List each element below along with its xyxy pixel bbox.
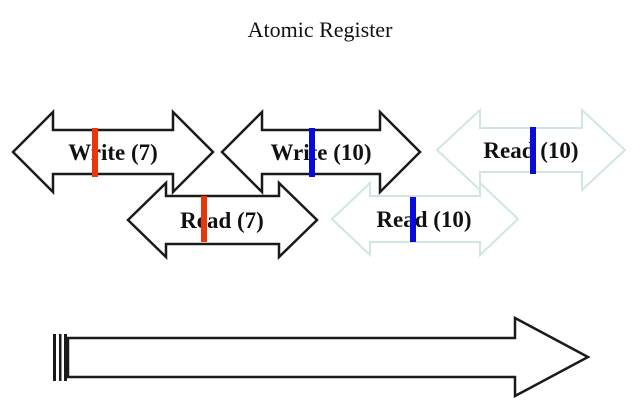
write10-operation-arrow [220,108,422,196]
read7-red-tick [201,196,207,242]
time-axis-tail-bar-1 [53,334,56,381]
read10-second-blue-tick [410,197,416,242]
time-axis-tail-bar-2 [59,334,62,381]
write7-operation-arrow [11,108,215,196]
write7-red-tick [92,128,98,177]
write10-blue-tick [309,128,315,177]
read10-second-label: Read (10) [376,207,471,232]
read10-second-operation-arrow [330,180,520,258]
read7-label: Read (7) [180,208,264,233]
write7-label: Write (7) [68,140,158,165]
time-axis-tail-bar-3 [64,334,67,381]
read10-first-blue-tick [530,127,536,174]
write10-label: Write (10) [270,140,371,165]
time-axis-arrow [66,315,591,399]
read7-operation-arrow [126,180,319,260]
diagram-title: Atomic Register [248,17,393,42]
